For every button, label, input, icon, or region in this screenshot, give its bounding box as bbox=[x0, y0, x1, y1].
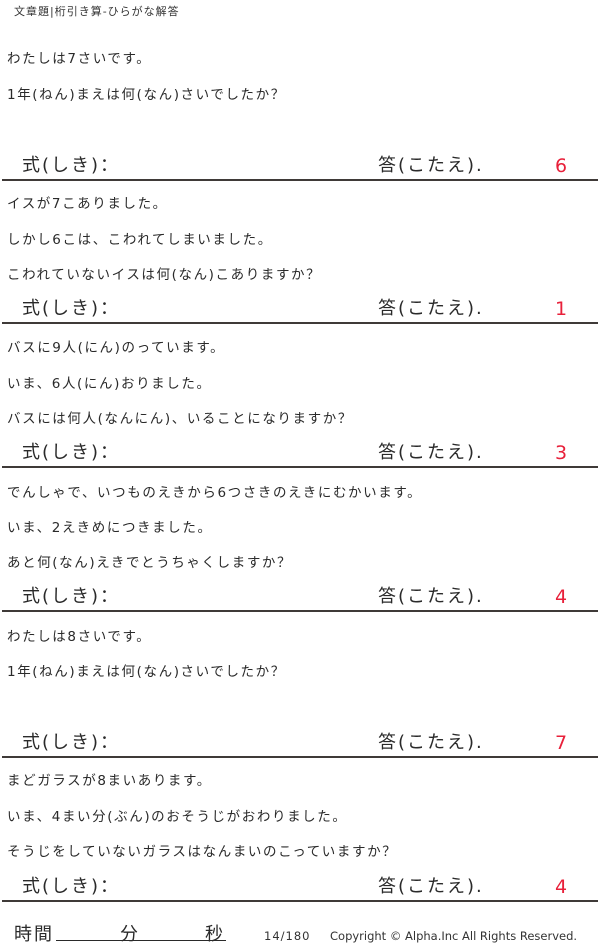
copyright-notice: Copyright © Alpha.Inc All Rights Reserve… bbox=[330, 929, 578, 943]
question-line: わたしは7さいです。 bbox=[7, 51, 152, 67]
answer-row: 式(しき)： 答(こたえ). 1 bbox=[0, 294, 600, 324]
divider-line bbox=[2, 466, 598, 468]
answer-value: 6 bbox=[554, 155, 568, 177]
formula-label: 式(しき)： bbox=[22, 586, 121, 607]
question-line: あと何(なん)えきでとうちゃくしますか？ bbox=[7, 555, 293, 571]
time-entry-blank bbox=[56, 918, 226, 941]
answer-value: 1 bbox=[554, 298, 568, 320]
formula-label: 式(しき)： bbox=[22, 155, 121, 176]
answer-label: 答(こたえ). bbox=[378, 155, 484, 176]
question-line: しかし6こは、こわれてしまいました。 bbox=[7, 232, 273, 248]
formula-label: 式(しき)： bbox=[22, 298, 121, 319]
answer-label: 答(こたえ). bbox=[378, 442, 484, 463]
answer-value: 4 bbox=[554, 586, 568, 608]
divider-line bbox=[2, 610, 598, 612]
formula-label: 式(しき)： bbox=[22, 442, 121, 463]
answer-value: 7 bbox=[554, 732, 568, 754]
answer-value: 3 bbox=[554, 442, 568, 464]
question-line: まどガラスが8まいあります。 bbox=[7, 773, 212, 789]
question-line: バスに9人(にん)のっています。 bbox=[7, 340, 226, 356]
time-label: 時間 bbox=[14, 924, 54, 945]
answer-value: 4 bbox=[554, 876, 568, 898]
minutes-label: 分 bbox=[120, 924, 138, 945]
divider-line bbox=[2, 179, 598, 181]
answer-row: 式(しき)： 答(こたえ). 3 bbox=[0, 438, 600, 468]
formula-label: 式(しき)： bbox=[22, 876, 121, 897]
answer-label: 答(こたえ). bbox=[378, 876, 484, 897]
answer-label: 答(こたえ). bbox=[378, 586, 484, 607]
divider-line bbox=[2, 756, 598, 758]
answer-row: 式(しき)： 答(こたえ). 6 bbox=[0, 151, 600, 181]
seconds-label: 秒 bbox=[205, 924, 223, 945]
divider-line bbox=[2, 322, 598, 324]
formula-label: 式(しき)： bbox=[22, 732, 121, 753]
question-line: 1年(ねん)まえは何(なん)さいでしたか？ bbox=[7, 87, 286, 103]
answer-label: 答(こたえ). bbox=[378, 298, 484, 319]
answer-row: 式(しき)： 答(こたえ). 4 bbox=[0, 582, 600, 612]
question-line: わたしは8さいです。 bbox=[7, 629, 152, 645]
worksheet-title: 文章題|桁引き算-ひらがな解答 bbox=[14, 5, 180, 18]
question-line: いま、6人(にん)おりました。 bbox=[7, 376, 212, 392]
answer-label: 答(こたえ). bbox=[378, 732, 484, 753]
question-line: 1年(ねん)まえは何(なん)さいでしたか？ bbox=[7, 664, 286, 680]
divider-line bbox=[2, 900, 598, 902]
question-line: イスが7こありました。 bbox=[7, 196, 168, 212]
answer-row: 式(しき)： 答(こたえ). 4 bbox=[0, 872, 600, 902]
footer: 時間 分 秒 14/180 Copyright © Alpha.Inc All … bbox=[0, 918, 600, 948]
question-line: でんしゃで、いつものえきから6つさきのえきにむかいます。 bbox=[7, 485, 423, 501]
question-line: バスには何人(なんにん)、いることになりますか？ bbox=[7, 411, 353, 427]
answer-row: 式(しき)： 答(こたえ). 7 bbox=[0, 728, 600, 758]
page-number: 14/180 bbox=[264, 929, 311, 943]
question-line: こわれていないイスは何(なん)こありますか？ bbox=[7, 267, 322, 283]
question-line: いま、4まい分(ぶん)のおそうじがおわりました。 bbox=[7, 809, 348, 825]
question-line: そうじをしていないガラスはなんまいのこっていますか？ bbox=[7, 844, 398, 860]
question-line: いま、2えきめにつきました。 bbox=[7, 520, 213, 536]
